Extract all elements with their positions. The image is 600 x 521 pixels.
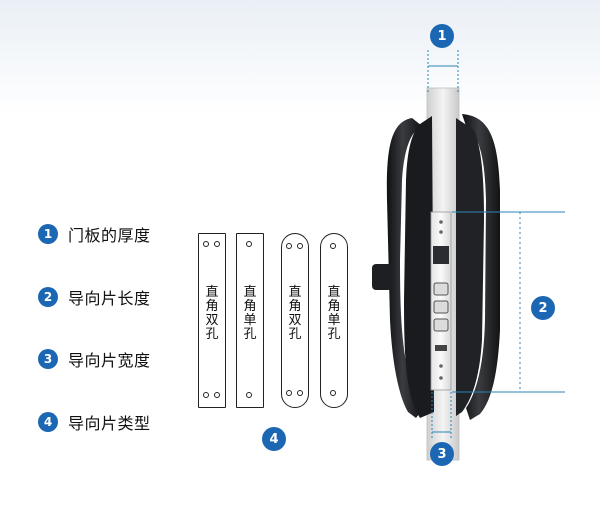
legend-number: 4: [38, 412, 58, 432]
legend-label: 门板的厚度: [68, 226, 151, 245]
front-body: [456, 118, 484, 416]
legend-number: 2: [38, 287, 58, 307]
legend-item-4: 4 导向片类型: [38, 410, 151, 434]
guide-plate-square-double-hole: 直角双孔: [198, 233, 226, 408]
legend-label: 导向片长度: [68, 289, 151, 308]
back-body: [404, 116, 434, 418]
thumb-turn: [372, 264, 392, 290]
callout-3: 3: [430, 442, 454, 466]
plate-label: 直角单孔: [243, 285, 257, 342]
plate-label: 直角双孔: [205, 285, 219, 342]
legend-label: 导向片宽度: [68, 351, 151, 370]
legend-label: 导向片类型: [68, 414, 151, 433]
front-handle: [462, 114, 500, 420]
legend-item-1: 1 门板的厚度: [38, 222, 151, 246]
callout-2: 2: [531, 296, 555, 320]
back-handle: [386, 118, 422, 418]
guide-plate-round-double-hole: 直角双孔: [281, 233, 309, 408]
guide-plate-square-single-hole: 直角单孔: [236, 233, 264, 408]
legend-number: 1: [38, 224, 58, 244]
legend-item-2: 2 导向片长度: [38, 285, 151, 309]
legend-item-3: 3 导向片宽度: [38, 347, 151, 371]
plate-label: 直角单孔: [327, 285, 341, 342]
plate-label: 直角双孔: [288, 285, 302, 342]
legend-number: 3: [38, 349, 58, 369]
callout-4: 4: [262, 427, 286, 451]
guide-plate-round-single-hole: 直角单孔: [320, 233, 348, 408]
callout-1: 1: [430, 24, 454, 48]
